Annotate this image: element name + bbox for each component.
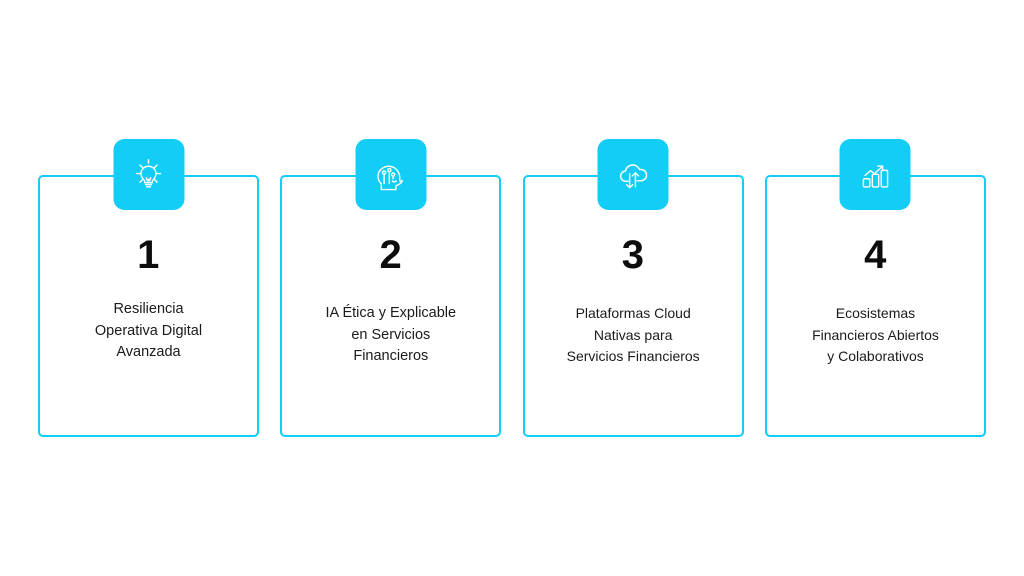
card-number: 3 — [621, 233, 645, 277]
card-number: 1 — [137, 233, 160, 277]
card-title: IA Ética y Explicable en Servicios Finan… — [325, 305, 457, 364]
card-item[interactable]: 1 Resiliencia Operativa Digital Avanzada — [38, 139, 259, 437]
bar-chart-growth-icon — [839, 139, 911, 210]
card-body: 3 Plataformas Cloud Nativas para Servici… — [523, 175, 744, 437]
lightbulb-icon — [113, 139, 184, 210]
card-number: 2 — [379, 233, 403, 277]
card-body: 2 IA Ética y Explicable en Servicios Fin… — [280, 175, 501, 437]
card-title: Ecosistemas Financieros Abiertos y Colab… — [812, 305, 939, 364]
card-number: 4 — [864, 233, 887, 277]
card-item[interactable]: 3 Plataformas Cloud Nativas para Servici… — [522, 139, 744, 437]
card-body: 4 Ecosistemas Financieros Abiertos y Col… — [765, 175, 986, 437]
card-item[interactable]: 4 Ecosistemas Financieros Abiertos y Col… — [764, 139, 986, 437]
cards-row: 1 Resiliencia Operativa Digital Avanzada — [38, 139, 986, 437]
cloud-sync-arrows-icon — [597, 139, 669, 210]
card-title: Resiliencia Operativa Digital Avanzada — [94, 301, 203, 360]
card-body: 1 Resiliencia Operativa Digital Avanzada — [38, 175, 259, 437]
card-title: Plataformas Cloud Nativas para Servicios… — [566, 305, 700, 364]
card-item[interactable]: 2 IA Ética y Explicable en Servicios Fin… — [280, 139, 502, 437]
ai-head-circuit-icon — [355, 139, 427, 210]
